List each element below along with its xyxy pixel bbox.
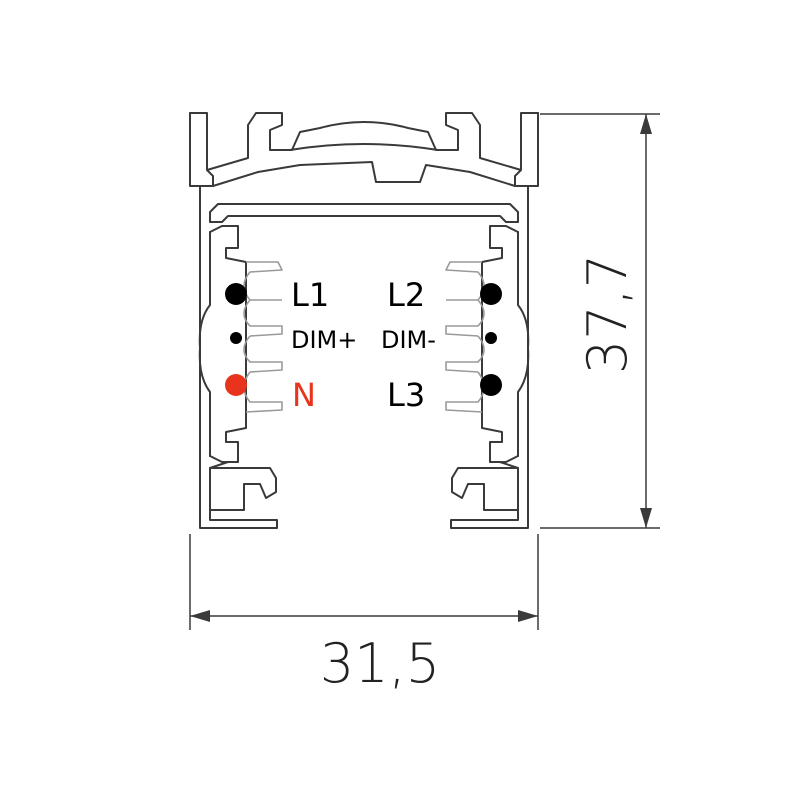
right-contact-holder (481, 225, 519, 463)
contact-n (225, 374, 247, 396)
width-dimension: 31,5 (189, 534, 539, 695)
profile-outline (189, 112, 539, 529)
width-arrow-right (518, 610, 538, 622)
contact-dim-plus (230, 332, 242, 344)
height-arrow-top (640, 114, 652, 134)
right-contact-springs (445, 261, 485, 413)
bottom-right-hook (451, 467, 519, 511)
height-dimension: 37,7 (540, 113, 660, 529)
left-contact-holder (209, 225, 247, 463)
height-arrow-bottom (640, 508, 652, 528)
contact-l3 (480, 374, 502, 396)
label-dim-plus: DIM+ (291, 326, 357, 354)
width-arrow-left (190, 610, 210, 622)
contact-dim-minus (485, 332, 497, 344)
contact-l1 (225, 283, 247, 305)
label-n: N (292, 376, 316, 414)
width-value: 31,5 (320, 632, 440, 695)
label-l2: L2 (387, 276, 425, 314)
label-l1: L1 (291, 276, 329, 314)
label-l3: L3 (387, 376, 425, 414)
label-dim-minus: DIM- (381, 326, 436, 354)
top-channel-profile (206, 112, 522, 171)
height-value: 37,7 (576, 254, 639, 374)
inner-cavity (209, 203, 519, 223)
contact-l2 (480, 283, 502, 305)
bottom-left-hook (209, 467, 277, 511)
left-contact-springs (243, 261, 283, 413)
